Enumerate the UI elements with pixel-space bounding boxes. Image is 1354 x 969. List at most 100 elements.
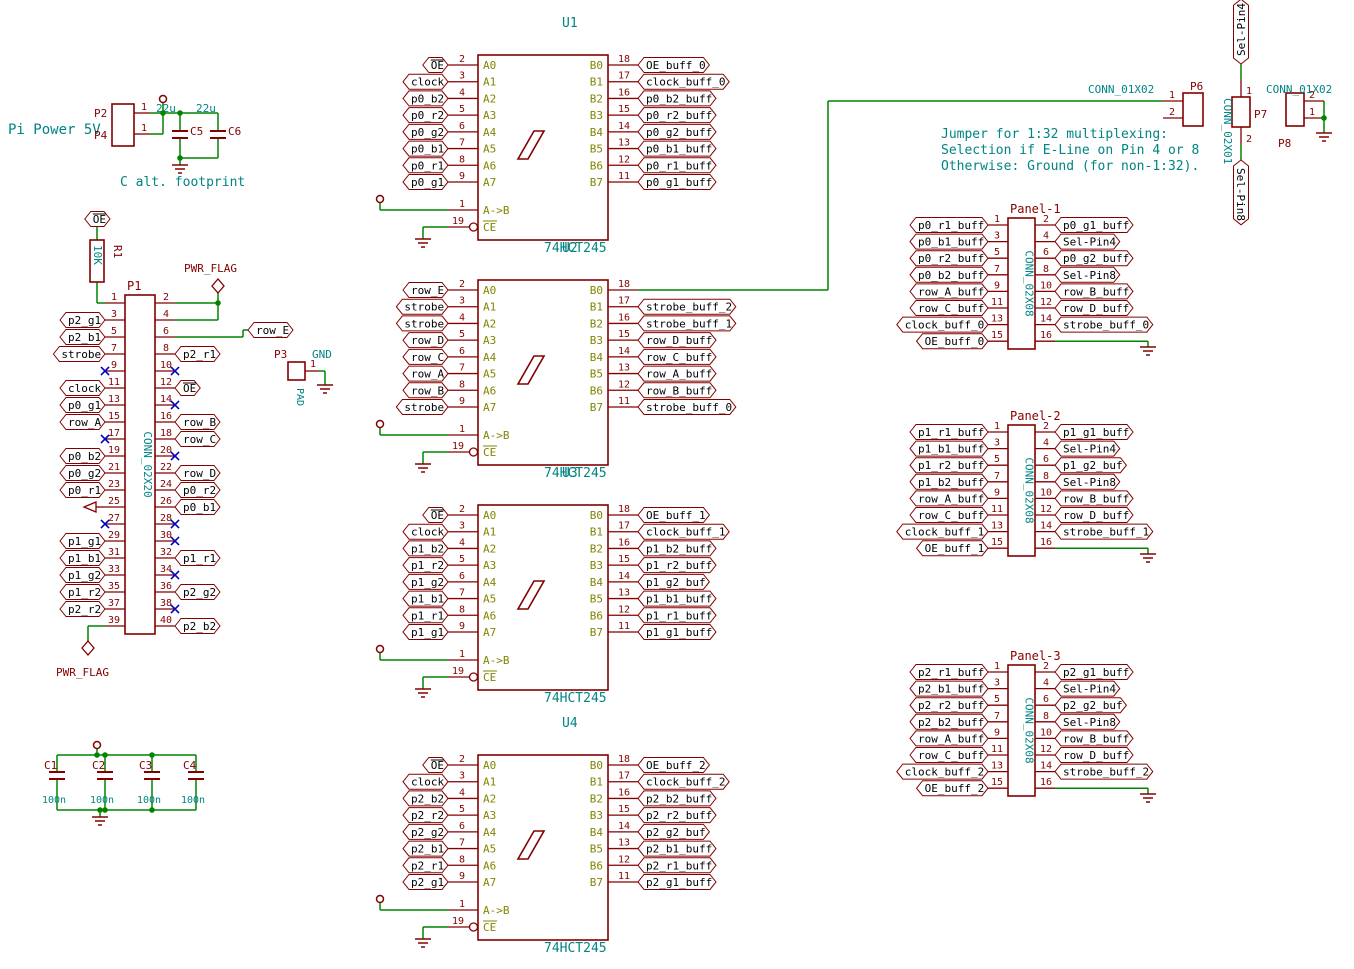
net-label-text: p1_b2_buff xyxy=(918,476,984,489)
net-label-text: p2_g1_buff xyxy=(646,876,712,889)
net-label-shape xyxy=(402,557,449,574)
net-label-OE: OE xyxy=(174,380,201,396)
net-label-strobe_buff_0: strobe_buff_0 xyxy=(1054,316,1154,333)
pin-number: 9 xyxy=(994,727,1000,738)
net-label-text: p2_b2 xyxy=(183,620,216,633)
net-label-shape xyxy=(402,157,449,174)
net-label-p1_g1_buff: p1_g1_buff xyxy=(637,623,717,640)
pin-number: 10 xyxy=(1040,487,1052,498)
net-label-shape xyxy=(402,807,449,824)
net-label-shape xyxy=(59,448,106,464)
net-label-row_B_buff: row_B_buff xyxy=(1054,490,1134,507)
pin-number: 35 xyxy=(108,581,120,592)
pin-number: 2 xyxy=(163,292,169,303)
junction-dot xyxy=(177,155,183,161)
pin-name: A2 xyxy=(483,92,496,105)
net-label-shape xyxy=(637,123,717,140)
net-label-shape xyxy=(637,348,717,365)
pin-name: B6 xyxy=(590,609,603,622)
net-label-p2_g1: p2_g1 xyxy=(402,873,449,890)
pin-name: B1 xyxy=(590,776,603,789)
pin-name: B5 xyxy=(590,368,603,381)
pin-name: B4 xyxy=(590,126,604,139)
net-label-shape xyxy=(909,473,989,490)
net-label-text: row_B_buff xyxy=(1063,492,1129,505)
net-label-text: p2_b1_buff xyxy=(918,683,984,696)
net-label-OE: OE xyxy=(422,757,449,773)
pin-name: A->B xyxy=(483,654,510,667)
pin-name: A0 xyxy=(483,759,496,772)
net-label-text: p0_b1 xyxy=(411,143,444,156)
net-label-row_D_buff: row_D_buff xyxy=(1054,747,1134,763)
pin-number: 1 xyxy=(459,899,465,910)
net-label-shape xyxy=(402,573,449,590)
pin-name: A6 xyxy=(483,859,496,872)
net-label-text: p0_r1_buff xyxy=(918,219,984,232)
pin-number: 3 xyxy=(459,771,465,782)
net-label-text: p2_b2_buff xyxy=(918,716,984,729)
net-label-shape xyxy=(909,730,989,747)
connector-value: CONN_02X08 xyxy=(1023,697,1036,763)
net-label-row_B: row_B xyxy=(174,414,221,430)
pin-name: A5 xyxy=(483,843,496,856)
net-label-text: row_D_buff xyxy=(1063,509,1129,522)
pin-number: 14 xyxy=(618,571,630,582)
resistor-body-r1 xyxy=(89,239,105,283)
net-label-text: p2_r2 xyxy=(411,809,444,822)
net-label-shape xyxy=(909,747,989,763)
net-label-shape xyxy=(59,465,106,481)
pin-number: 16 xyxy=(618,537,630,548)
pin-name: A2 xyxy=(483,792,496,805)
net-label-text: row_E xyxy=(411,284,444,297)
net-label-p1_r2: p1_r2 xyxy=(402,557,449,574)
net-label-shape xyxy=(637,623,717,640)
pin-number: 24 xyxy=(160,479,172,490)
gnd-symbol xyxy=(1140,553,1156,563)
pin-number: 14 xyxy=(160,394,172,405)
net-label-shape xyxy=(637,873,717,890)
pin-number: 18 xyxy=(618,754,630,765)
net-label-text: p1_r1_buff xyxy=(918,426,984,439)
ref-p7: P7 xyxy=(1254,108,1267,121)
net-label-row_B_buff: row_B_buff xyxy=(1054,730,1134,747)
net-label-shape xyxy=(1233,159,1249,226)
net-label-p0_g1: p0_g1 xyxy=(59,397,106,413)
pin-number: 15 xyxy=(991,537,1003,548)
net-label-p0_b2: p0_b2 xyxy=(402,90,449,107)
pin-number: 23 xyxy=(108,479,120,490)
net-label-shape xyxy=(637,823,711,840)
pin-number: 8 xyxy=(1043,711,1049,722)
pin-number: 14 xyxy=(1040,521,1052,532)
pin-number: 1 xyxy=(459,649,465,660)
pin-number: 13 xyxy=(991,761,1003,772)
pin-number: 27 xyxy=(108,513,120,524)
net-label-shape xyxy=(1054,680,1121,697)
pin-number: 6 xyxy=(459,821,465,832)
net-label-text: row_A_buff xyxy=(918,492,984,505)
chip-body-u1 xyxy=(477,54,609,241)
chip-ref: U4 xyxy=(562,716,578,731)
pin-number: 12 xyxy=(618,604,630,615)
pin-number: 2 xyxy=(459,279,465,290)
net-label-shape xyxy=(402,590,449,607)
net-label-shape xyxy=(1054,266,1121,283)
net-label-shape xyxy=(402,523,449,540)
net-label-p1_r1: p1_r1 xyxy=(402,607,449,624)
net-label-text: strobe xyxy=(61,348,101,361)
vcc-symbol xyxy=(375,894,385,904)
net-label-text: p2_g2_buf xyxy=(1063,699,1123,712)
net-label-text: Sel-Pin8 xyxy=(1063,269,1116,282)
net-label-row_C_buff: row_C_buff xyxy=(637,348,717,365)
net-label-text: p0_g1_buff xyxy=(646,176,712,189)
net-label-text: OE xyxy=(431,509,444,522)
net-label-text: row_A_buff xyxy=(646,368,712,381)
chip-value: 74HCT245 xyxy=(544,241,607,256)
pin-number: 1 xyxy=(994,214,1000,225)
ref-c3: C3 xyxy=(139,759,152,772)
pin-number: 3 xyxy=(994,678,1000,689)
net-label-OE_buff_1: OE_buff_1 xyxy=(637,507,711,523)
net-label-shape xyxy=(637,173,717,190)
net-label-p1_b1: p1_b1 xyxy=(402,590,449,607)
net-label-text: strobe xyxy=(404,317,444,330)
net-label-text: p2_r1 xyxy=(411,859,444,872)
